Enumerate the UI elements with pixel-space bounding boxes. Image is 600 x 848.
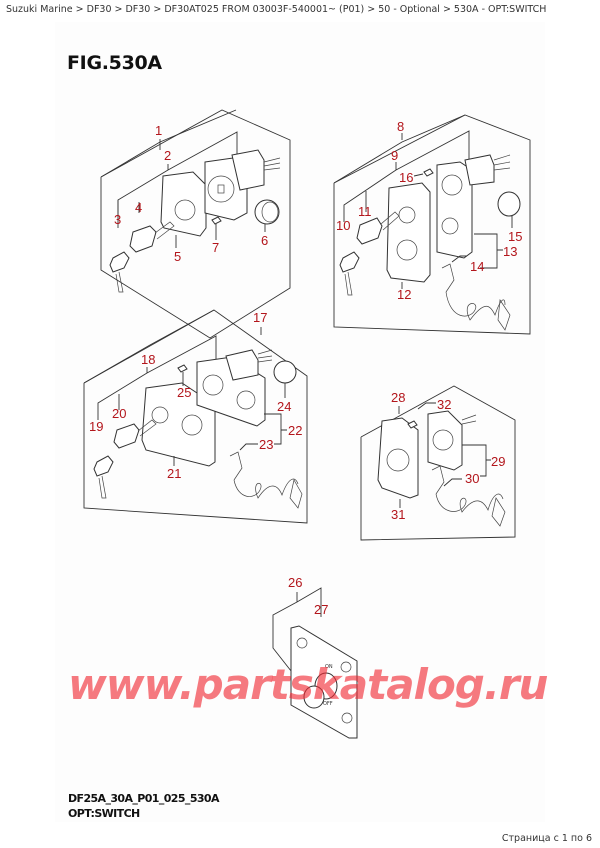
callout-16[interactable]: 16: [399, 170, 413, 185]
breadcrumb-serial[interactable]: DF30AT025 FROM 03003F-540001~ (P01): [164, 4, 365, 15]
callout-1[interactable]: 1: [155, 123, 162, 138]
breadcrumb-df30-model[interactable]: DF30: [125, 4, 151, 15]
callout-32[interactable]: 32: [437, 397, 451, 412]
assembly-single-key-switch: 1 2 3 4 5 6 7: [100, 109, 291, 339]
assembly-stop-switch: 28 29 30 31 32: [360, 385, 516, 541]
callout-22[interactable]: 22: [288, 423, 302, 438]
callout-28[interactable]: 28: [391, 390, 405, 405]
callout-2[interactable]: 2: [164, 148, 171, 163]
callout-15[interactable]: 15: [508, 229, 522, 244]
callout-19[interactable]: 19: [89, 419, 103, 434]
figure-title: FIG.530A: [67, 52, 162, 74]
callout-5[interactable]: 5: [174, 249, 181, 264]
callout-30[interactable]: 30: [465, 471, 479, 486]
callout-31[interactable]: 31: [391, 507, 405, 522]
callout-23[interactable]: 23: [259, 437, 273, 452]
figure-subtitle: OPT:SWITCH: [68, 807, 140, 820]
callout-7[interactable]: 7: [212, 240, 219, 255]
callout-10[interactable]: 10: [336, 218, 350, 233]
breadcrumb-optional[interactable]: 50 - Optional: [378, 4, 440, 15]
figure-code: DF25A_30A_P01_025_530A: [68, 792, 220, 805]
on-label: ON: [325, 664, 333, 670]
callout-3[interactable]: 3: [114, 212, 121, 227]
callout-27[interactable]: 27: [314, 602, 328, 617]
callout-17[interactable]: 17: [253, 310, 267, 325]
callout-21[interactable]: 21: [167, 466, 181, 481]
off-label: OFF: [323, 701, 333, 707]
callout-4[interactable]: 4: [135, 200, 142, 215]
callout-25[interactable]: 25: [177, 385, 191, 400]
callout-11[interactable]: 11: [358, 204, 372, 219]
callout-8[interactable]: 8: [397, 119, 404, 134]
breadcrumb-suzuki-marine[interactable]: Suzuki Marine: [6, 4, 73, 15]
breadcrumb: Suzuki Marine>DF30>DF30>DF30AT025 FROM 0…: [6, 4, 547, 15]
callout-29[interactable]: 29: [491, 454, 505, 469]
callout-26[interactable]: 26: [288, 575, 302, 590]
callout-12[interactable]: 12: [397, 287, 411, 302]
callout-20[interactable]: 20: [112, 406, 126, 421]
assembly-on-off-switch-plate: ON OFF 26 27: [272, 575, 358, 739]
callout-6[interactable]: 6: [261, 233, 268, 248]
assembly-horizontal-key-stop-switch: 17 18 19 20 21 22 23 24 25: [83, 309, 308, 524]
callout-18[interactable]: 18: [141, 352, 155, 367]
page-indicator: Страница с 1 по 6: [501, 833, 592, 844]
breadcrumb-current: 530A - OPT:SWITCH: [453, 4, 547, 15]
breadcrumb-df30[interactable]: DF30: [86, 4, 112, 15]
callout-14[interactable]: 14: [470, 259, 484, 274]
callout-9[interactable]: 9: [391, 148, 398, 163]
assembly-vertical-key-stop-switch: 8 9 10 11 12 13 14 15 16: [333, 114, 531, 335]
callout-13[interactable]: 13: [503, 244, 517, 259]
callout-24[interactable]: 24: [277, 399, 291, 414]
